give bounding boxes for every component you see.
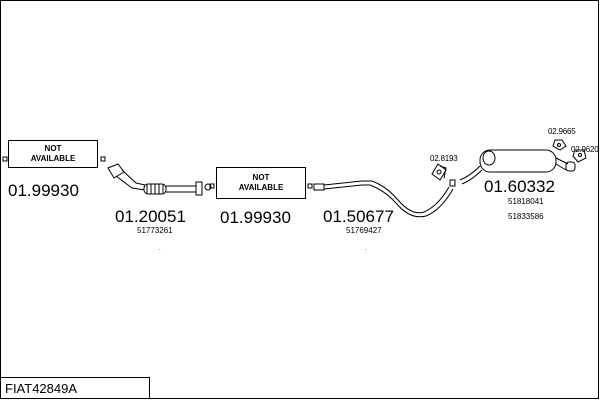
part-code-front-pipe: 01.20051 [115, 207, 186, 226]
oem-number-rear-silencer-1: 51818041 [508, 197, 544, 206]
middle-pipe-drawing [313, 179, 456, 218]
title-box: FIAT42849A [0, 377, 150, 399]
mount-02-8193-drawing [431, 163, 447, 181]
not-available-label: NOT AVAILABLE [30, 144, 76, 163]
part-code-middle-pipe: 01.50677 [323, 207, 394, 226]
part-code-rear-silencer: 01.60332 [484, 177, 555, 196]
mount-02-9665-drawing [552, 139, 567, 151]
part-code-mount-02-9620: 02.9620 [571, 145, 599, 154]
oem-number-front-pipe: 51773261 [137, 226, 173, 235]
part-code-catalyst-na: 01.99930 [220, 208, 291, 227]
mount-02-9620-drawing [572, 149, 587, 163]
not-available-label: NOT AVAILABLE [238, 173, 284, 192]
oem-number-rear-silencer-2: 51833586 [508, 212, 544, 221]
connector-left-icon [2, 156, 8, 162]
rear-silencer-drawing [459, 149, 576, 185]
part-code-mount-02-9665: 02.9665 [548, 127, 576, 136]
connector-right-icon [307, 183, 313, 189]
not-available-box-front: NOT AVAILABLE [8, 140, 98, 168]
not-available-box-catalyst: NOT AVAILABLE [216, 167, 306, 199]
part-code-front-na: 01.99930 [8, 181, 79, 200]
connector-left-icon [209, 183, 215, 189]
page-title: FIAT42849A [5, 381, 78, 396]
connector-right-icon [100, 156, 106, 162]
part-code-mount-02-8193: 02.8193 [430, 154, 458, 163]
oem-number-middle-pipe: 51769427 [346, 226, 382, 235]
front-pipe-drawing [107, 163, 212, 196]
